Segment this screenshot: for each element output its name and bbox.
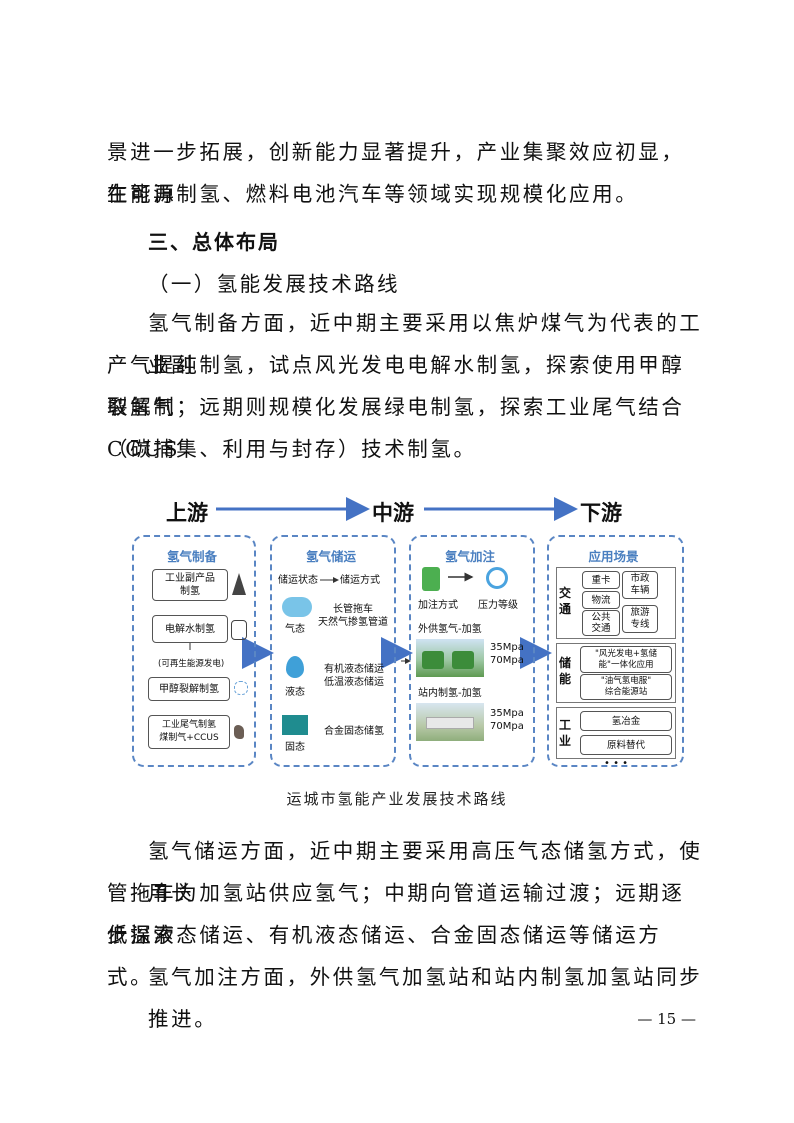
storage-flow-from: 储运状态 <box>278 575 318 586</box>
storage-solid-methods: 合金固态储氢 <box>324 726 384 737</box>
paragraph-3-line-1: 氢气储运方面，近中期主要采用高压气态储氢方式，使用长 <box>148 839 703 905</box>
app-heavy-truck: 重卡 <box>582 571 620 589</box>
paragraph-1-line-1: 景进一步拓展，创新能力显著提升，产业集聚效应初显，在可再 <box>107 140 685 206</box>
storage-gas-methods: 长管拖车 天然气掺氢管道 <box>318 604 388 628</box>
cloud-icon <box>282 597 312 617</box>
prep-title: 氢气制备 <box>166 549 217 564</box>
paragraph-3-line-2: 管拖车为加氢站供应氢气；中期向管道运输过渡；远期逐步探索 <box>107 881 685 947</box>
apps-panel <box>547 535 684 767</box>
fueling-panel <box>409 535 535 767</box>
fueling-pressure-label: 压力等级 <box>478 600 518 611</box>
subsection-heading: （一）氢能发展技术路线 <box>148 272 400 296</box>
stage-midstream: 中游 <box>372 501 414 525</box>
fueling-title: 氢气加注 <box>444 549 495 564</box>
stage-upstream: 上游 <box>166 501 208 525</box>
app-wind-solar-hydrogen: "风光发电+氢储 能"一体化应用 <box>580 646 672 673</box>
factory-icon <box>232 573 246 595</box>
app-hydrogen-metallurgy: 氢冶金 <box>580 711 672 731</box>
paragraph-2-line-4: （碳捕集、利用与封存）技术制氢。 <box>107 437 477 461</box>
industry-label: 工 业 <box>559 718 572 748</box>
fueling-onsite-label: 站内制氢-加氢 <box>418 688 482 699</box>
prep-item-ccus: 工业尾气制氢 煤制气+CCUS <box>148 715 230 749</box>
app-tourist-line: 旅游 专线 <box>622 605 658 633</box>
apps-title: 应用场景 <box>588 549 639 564</box>
molecule-icon <box>234 681 248 695</box>
storage-liquid-methods: 有机液态储运 低温液态储运 <box>324 664 384 688</box>
prep-item-byproduct: 工业副产品 制氢 <box>152 569 228 601</box>
fueling-method-label: 加注方式 <box>418 600 458 611</box>
storage-solid-label: 固态 <box>285 742 305 753</box>
app-raw-material-substitution: 原料替代 <box>580 735 672 755</box>
hydrogen-truck-image <box>416 639 484 677</box>
prep-item-methanol: 甲醇裂解制氢 <box>148 677 230 701</box>
app-public-transport: 公共 交通 <box>582 610 620 636</box>
paragraph-1-line-2: 生能源制氢、燃料电池汽车等领域实现规模化应用。 <box>107 182 639 206</box>
paragraph-4-line-1: 氢气加注方面，外供氢气加氢站和站内制氢加氢站同步推进。 <box>148 965 703 1031</box>
transport-label: 交 通 <box>559 586 572 616</box>
storage-flow-to: 储运方式 <box>340 575 380 586</box>
storage-gas-label: 气态 <box>285 624 305 635</box>
prep-panel <box>132 535 256 767</box>
fuel-pump-icon <box>422 567 440 591</box>
section-heading: 三、总体布局 <box>148 230 280 254</box>
energy-storage-group <box>556 643 676 703</box>
app-integrated-energy-station: "油气氢电服" 综合能源站 <box>580 674 672 700</box>
stage-downstream: 下游 <box>580 501 622 525</box>
page-number: — 15 — <box>637 1010 696 1028</box>
industry-group <box>556 707 676 759</box>
apps-ellipsis: • • • <box>604 758 629 769</box>
app-logistics: 物流 <box>582 591 620 609</box>
figure-caption: 运城市氢能产业发展技术路线 <box>286 790 508 808</box>
coal-icon <box>234 725 244 739</box>
fueling-onsite-pressure: 35Mpa 70Mpa <box>490 708 524 732</box>
storage-liquid-label: 液态 <box>285 687 305 698</box>
solid-cube-icon <box>282 715 308 735</box>
app-municipal-vehicle: 市政 车辆 <box>622 571 658 599</box>
electrolyzer-icon <box>231 620 247 640</box>
hydrogen-station-image <box>416 703 484 741</box>
tech-roadmap-figure: 上游 中游 下游 氢气制备 工业副产品 制氢 电解水制氢 (可再生能源发电) 甲… <box>128 493 684 773</box>
prep-item-electrolysis: 电解水制氢 <box>152 615 228 643</box>
transport-group <box>556 567 676 639</box>
storage-title: 氢气储运 <box>305 549 356 564</box>
fueling-external-label: 外供氢气-加氢 <box>418 624 482 635</box>
energy-storage-label: 储 能 <box>559 656 572 686</box>
paragraph-2-line-3: 取氢气；远期则规模化发展绿电制氢，探索工业尾气结合 CCUS <box>107 395 685 461</box>
droplet-icon <box>286 656 304 678</box>
prep-note: (可再生能源发电) <box>158 659 225 669</box>
fueling-external-pressure: 35Mpa 70Mpa <box>490 642 524 666</box>
storage-panel <box>270 535 396 767</box>
paragraph-3-line-3: 低温液态储运、有机液态储运、合金固态储运等储运方式。 <box>107 923 662 989</box>
pressure-gauge-icon <box>486 567 508 589</box>
paragraph-2-line-1: 氢气制备方面，近中期主要采用以焦炉煤气为代表的工业副 <box>148 311 703 377</box>
paragraph-2-line-2: 产气提纯制氢，试点风光发电电解水制氢，探索使用甲醇裂解制 <box>107 353 685 419</box>
